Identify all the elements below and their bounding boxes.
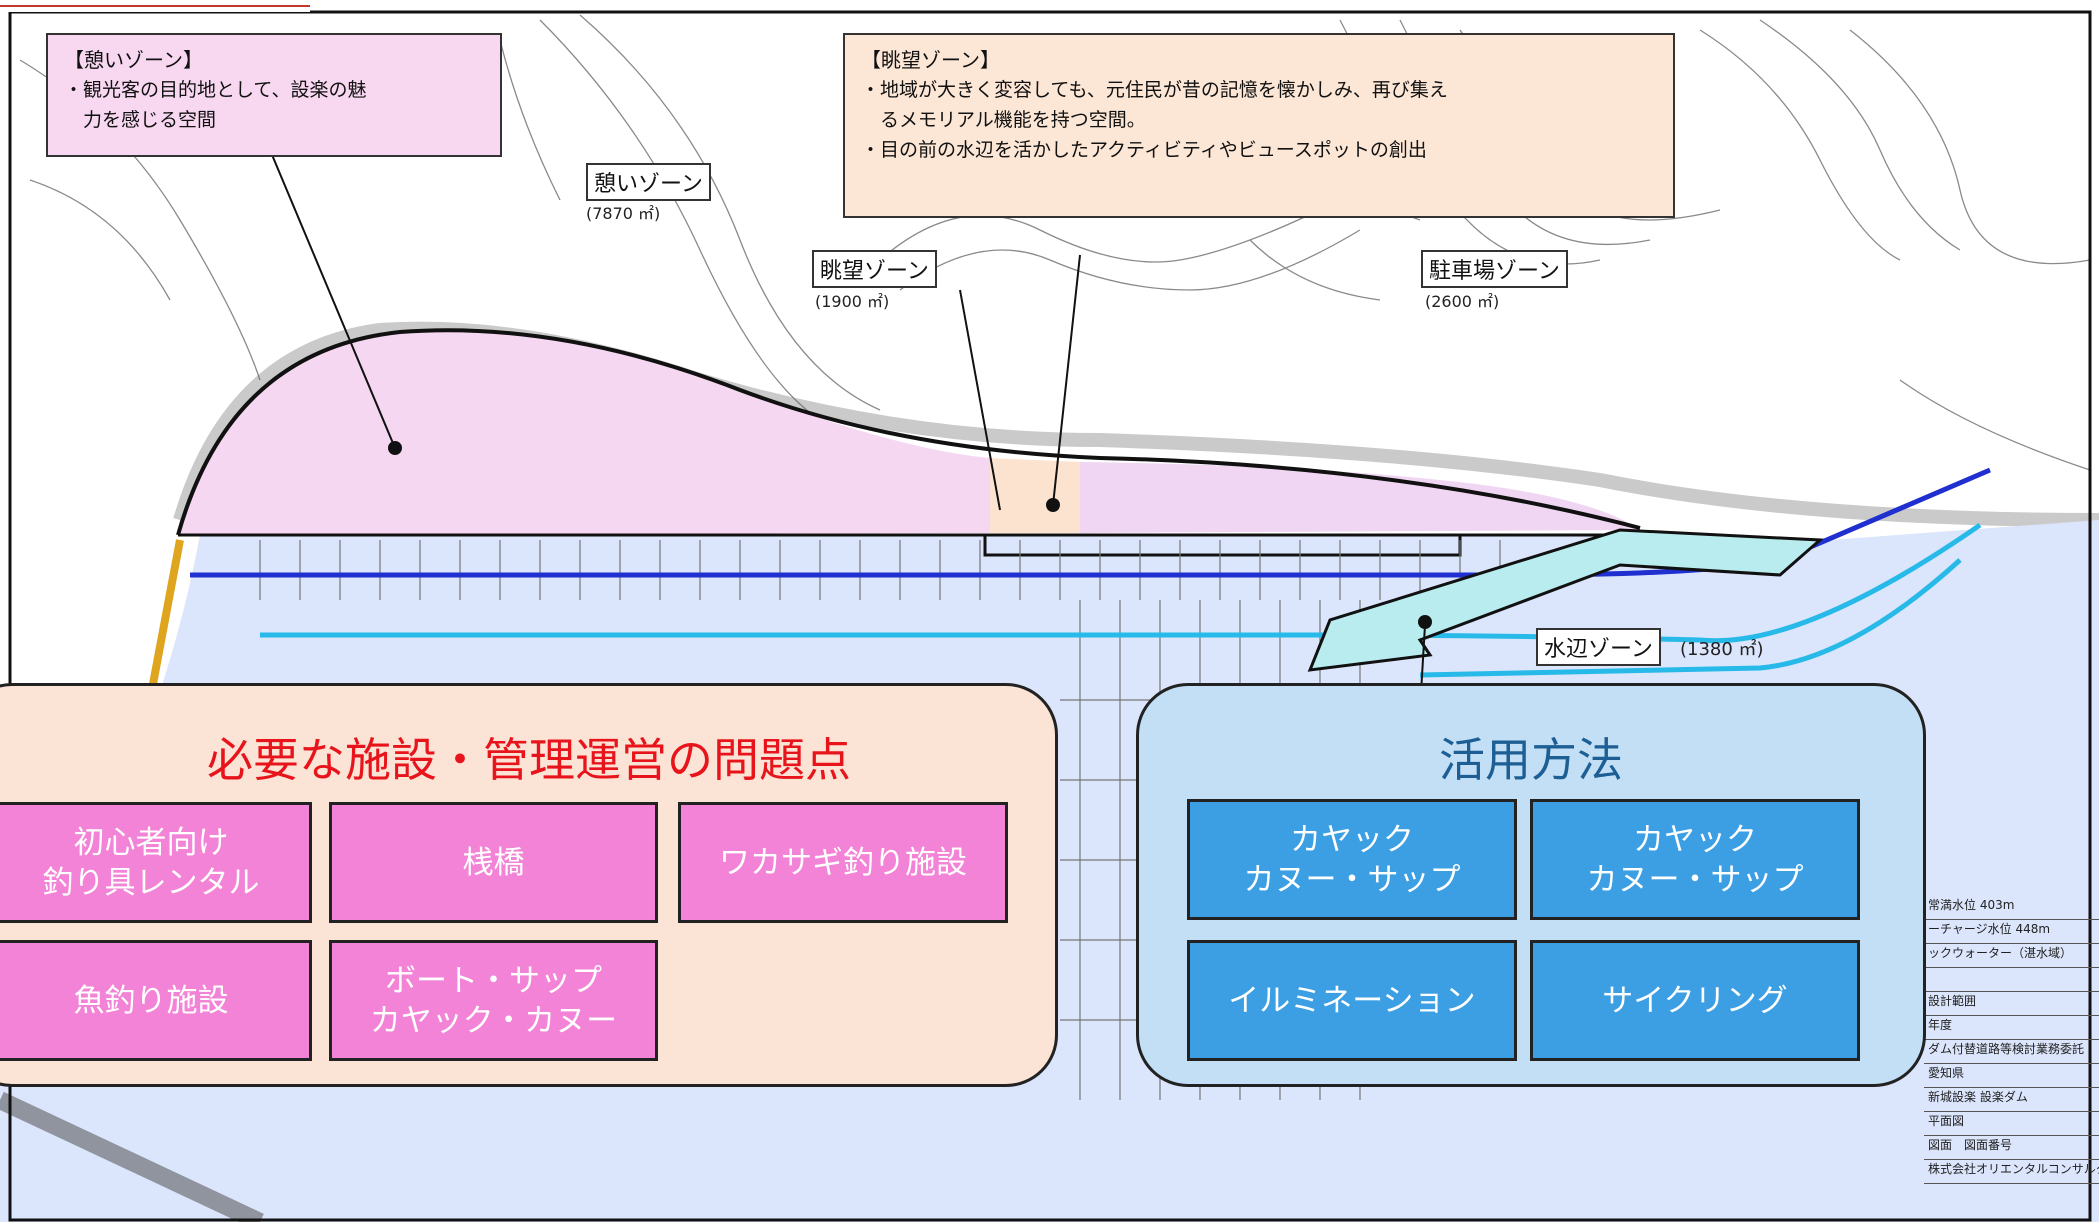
title-block-row: 平面図 bbox=[1924, 1112, 2099, 1136]
usage-card-kayak: カヤック カヌー・サップ bbox=[1530, 799, 1860, 920]
problem-card-boat: ボート・サップ カヤック・カヌー bbox=[329, 940, 658, 1061]
drawing-title-block: 常満水位 403m ーチャージ水位 448m ックウォーター（湛水域） 設計範囲… bbox=[1924, 896, 2099, 1184]
relax-callout-line: 力を感じる空間 bbox=[64, 109, 217, 131]
leader-dots bbox=[388, 441, 1432, 629]
view-callout-line: ・目の前の水辺を活かしたアクティビティやビュースポットの創出 bbox=[861, 139, 1427, 161]
problem-card-pier: 桟橋 bbox=[329, 802, 658, 923]
title-block-row: 愛知県 bbox=[1924, 1064, 2099, 1088]
view-callout-title: 【眺望ゾーン】 bbox=[861, 48, 1000, 72]
usage-card-illumination: イルミネーション bbox=[1187, 940, 1517, 1061]
view-callout-line: ・地域が大きく変容しても、元住民が昔の記憶を懐かしみ、再び集え bbox=[861, 79, 1448, 101]
waterside-zone-area-value: (1380 ㎡) bbox=[1680, 639, 1764, 660]
title-block-row: ーチャージ水位 448m bbox=[1924, 920, 2099, 944]
title-block-row: ダム付替道路等検討業務委託 bbox=[1924, 1040, 2099, 1064]
parking-zone-area-value: (2600 ㎡) bbox=[1425, 292, 1500, 311]
title-block-row: 株式会社オリエンタルコンサルタンツ bbox=[1924, 1160, 2099, 1184]
usage-panel-title: 活用方法 bbox=[1439, 733, 1623, 787]
title-block-row: 常満水位 403m bbox=[1924, 896, 2099, 920]
title-block-row bbox=[1924, 968, 2099, 992]
view-callout-line: るメモリアル機能を持つ空間。 bbox=[861, 109, 1146, 131]
view-zone-label: 眺望ゾーン bbox=[812, 250, 937, 288]
relax-callout-line: ・観光客の目的地として、設楽の魅 bbox=[64, 79, 367, 101]
waterside-zone-label: 水辺ゾーン bbox=[1536, 628, 1661, 666]
relax-zone-area bbox=[178, 330, 990, 535]
title-block-row: ックウォーター（湛水域） bbox=[1924, 944, 2099, 968]
title-block-row: 設計範囲 bbox=[1924, 992, 2099, 1016]
relax-zone-callout: 【憩いゾーン】 ・観光客の目的地として、設楽の魅 力を感じる空間 bbox=[46, 33, 502, 157]
problems-panel-title: 必要な施設・管理運営の問題点 bbox=[207, 733, 851, 787]
problem-card-smelt-fishing: ワカサギ釣り施設 bbox=[678, 802, 1008, 923]
title-block-row: 図面 図面番号 bbox=[1924, 1136, 2099, 1160]
problem-card-fishing: 魚釣り施設 bbox=[0, 940, 312, 1061]
title-block-row: 新城設楽 設楽ダム bbox=[1924, 1088, 2099, 1112]
relax-callout-title: 【憩いゾーン】 bbox=[64, 48, 203, 72]
waterside-zone-area bbox=[1307, 528, 1824, 672]
usage-card-cycling: サイクリング bbox=[1530, 940, 1860, 1061]
title-block-row: 年度 bbox=[1924, 1016, 2099, 1040]
view-zone-area-value: (1900 ㎡) bbox=[815, 292, 890, 311]
view-zone-area bbox=[990, 458, 1080, 533]
usage-card-kayak: カヤック カヌー・サップ bbox=[1187, 799, 1517, 920]
relax-zone-area-value: (7870 ㎡) bbox=[586, 204, 661, 223]
problem-card-rental: 初心者向け 釣り具レンタル bbox=[0, 802, 312, 923]
parking-zone-area bbox=[1080, 462, 1640, 533]
relax-zone-label: 憩いゾーン bbox=[586, 163, 711, 201]
view-zone-callout: 【眺望ゾーン】 ・地域が大きく変容しても、元住民が昔の記憶を懐かしみ、再び集え … bbox=[843, 33, 1675, 218]
parking-zone-label: 駐車場ゾーン bbox=[1421, 250, 1568, 288]
